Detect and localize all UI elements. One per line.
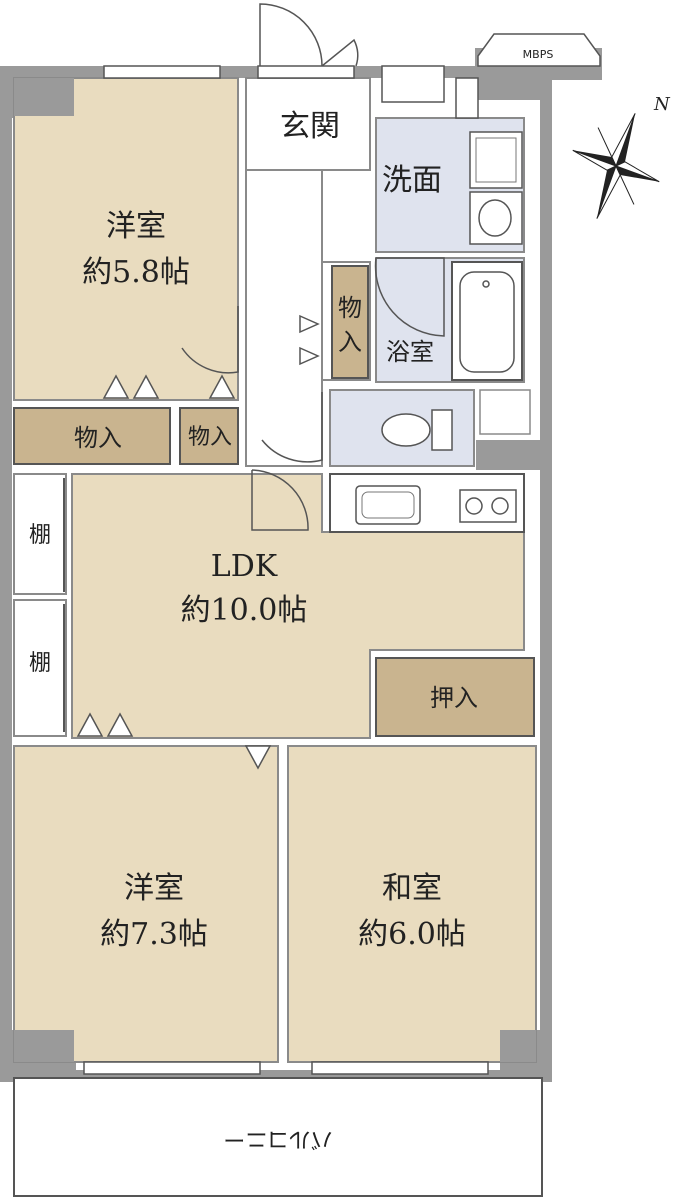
storage-vertical-label-2: 入	[338, 328, 362, 356]
washing-machine-pan-inner	[475, 137, 517, 183]
entrance	[245, 77, 371, 171]
storage-1	[13, 407, 171, 465]
compass-north-label: N	[653, 94, 671, 115]
wall-corner-se	[500, 1030, 536, 1062]
japanese-room-size: 約6.0帖	[358, 917, 466, 952]
storage-2-label: 物入	[188, 425, 232, 450]
mbps-box	[477, 33, 601, 67]
washroom-label: 洗面	[382, 163, 442, 198]
bathtub-inner	[459, 271, 515, 373]
burner-right	[491, 497, 509, 515]
western-room-2-name: 洋室	[124, 871, 184, 906]
entrance-label: 玄関	[280, 109, 340, 144]
balcony	[13, 1077, 543, 1197]
wall-corner-sw	[14, 1030, 74, 1062]
windows	[83, 65, 489, 1075]
kitchen-sink	[355, 485, 421, 525]
room-japanese	[287, 745, 537, 1063]
basin-bowl	[478, 199, 512, 237]
burner-left	[465, 497, 483, 515]
western-room-1-name: 洋室	[106, 209, 166, 244]
shelf-2-label: 棚	[29, 651, 51, 676]
washing-machine-pan	[469, 131, 523, 189]
compass-rose-icon	[572, 113, 660, 219]
bath-drain	[482, 280, 490, 288]
mbps-label: MBPS	[523, 48, 554, 61]
storage-2	[179, 407, 239, 465]
room-ldk	[71, 473, 525, 739]
sliding-markers	[76, 314, 320, 770]
storage-vertical	[331, 265, 369, 379]
wall-corner-nw	[14, 78, 74, 116]
japanese-room-name: 和室	[382, 871, 442, 906]
ldk-name: LDK	[211, 549, 278, 584]
gas-stove	[459, 489, 517, 523]
western-room-1-size: 約5.8帖	[82, 255, 190, 290]
toilet-tank	[431, 409, 453, 451]
shelf-1-label: 棚	[29, 523, 51, 548]
kitchen-sink-inner	[361, 491, 415, 519]
storage-vertical-label-1: 物	[338, 294, 362, 322]
room-western-2	[13, 745, 279, 1063]
pipe-space	[479, 389, 531, 435]
shelf-1	[13, 473, 67, 595]
toilet-bowl	[381, 413, 431, 447]
closet-label: 押入	[430, 684, 478, 712]
bathroom-label: 浴室	[386, 338, 434, 366]
western-room-2-size: 約7.3帖	[100, 917, 208, 952]
closet	[375, 657, 535, 737]
storage-1-label: 物入	[74, 424, 122, 452]
balcony-label: バルコニー	[223, 1126, 333, 1151]
hallway	[245, 169, 323, 467]
ldk-size: 約10.0帖	[181, 593, 308, 628]
shelf-2	[13, 599, 67, 737]
room-western-1	[13, 77, 239, 401]
door-swings	[181, 3, 445, 531]
